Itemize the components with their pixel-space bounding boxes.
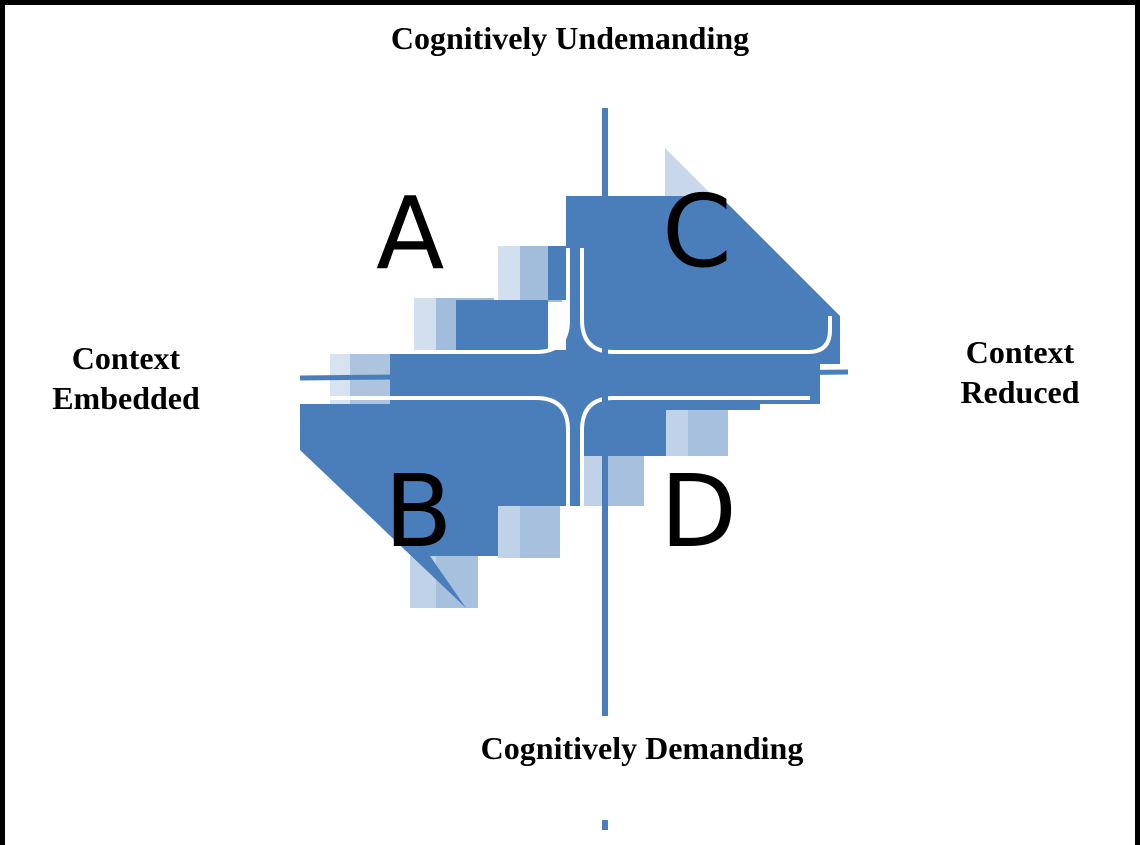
- axis-top-label: Cognitively Undemanding: [390, 20, 750, 56]
- axis-right-line2: Reduced: [960, 374, 1080, 410]
- quadrant-d-label: D: [660, 453, 738, 570]
- axes: [299, 108, 849, 830]
- axis-left-line2: Embedded: [52, 380, 200, 416]
- axis-left-line1: Context: [71, 340, 181, 376]
- horizontal-axis: [299, 369, 849, 381]
- quadrant-c-label: C: [662, 173, 732, 290]
- axis-bottom-label: Cognitively Demanding: [480, 730, 804, 766]
- axis-right-label: Context Reduced: [930, 332, 1110, 412]
- quadrant-a-label: A: [376, 175, 445, 292]
- cross-dividers: [300, 248, 832, 506]
- quadrant-b-label: B: [384, 453, 453, 570]
- axis-left-label: Context Embedded: [36, 338, 216, 418]
- axis-right-line1: Context: [965, 334, 1075, 370]
